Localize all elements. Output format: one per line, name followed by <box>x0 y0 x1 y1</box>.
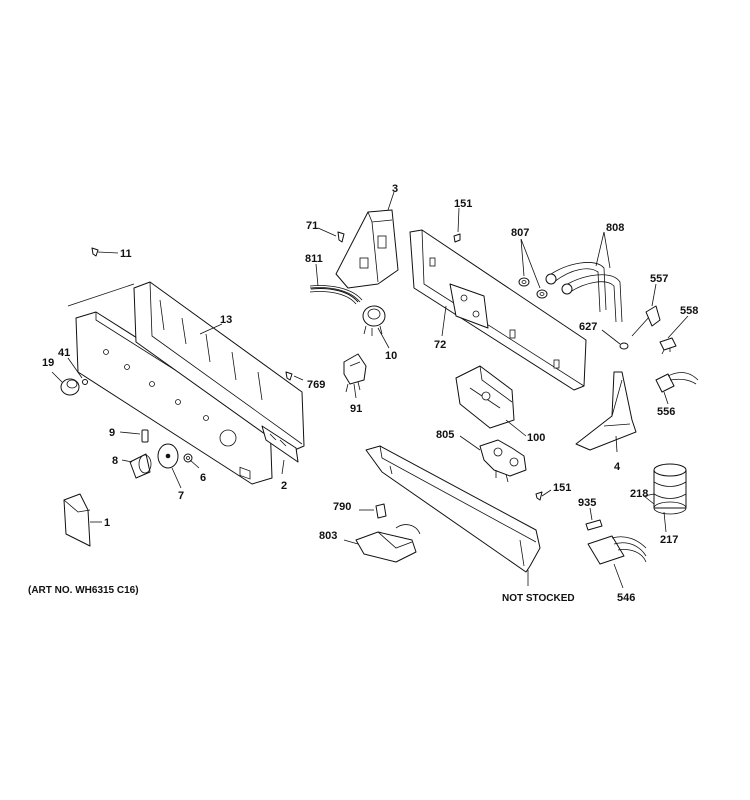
part-151-clip-upper <box>453 233 461 243</box>
part-546-harness <box>587 535 647 565</box>
label-part-19: 19 <box>42 357 54 369</box>
label-part-41: 41 <box>58 347 70 359</box>
label-part-556: 556 <box>657 406 675 418</box>
label-part-558: 558 <box>680 305 698 317</box>
label-part-13: 13 <box>220 314 232 326</box>
label-part-100: 100 <box>527 432 545 444</box>
label-part-10: 10 <box>385 350 397 362</box>
part-217-capacitor <box>653 463 687 515</box>
label-part-807: 807 <box>511 227 529 239</box>
label-part-151-upper: 151 <box>454 198 472 210</box>
part-1-manual <box>63 493 91 547</box>
part-9-indicator <box>141 429 149 443</box>
part-808-hoses <box>545 262 623 323</box>
label-part-1: 1 <box>104 517 110 529</box>
label-part-803: 803 <box>319 530 337 542</box>
label-part-3: 3 <box>392 183 398 195</box>
label-part-2: 2 <box>281 480 287 492</box>
label-part-557: 557 <box>650 273 668 285</box>
part-935-wire <box>585 519 603 531</box>
part-556-connector <box>655 372 699 393</box>
part-8-knob <box>129 453 152 479</box>
part-10-pressure-switch <box>362 305 386 336</box>
label-part-808: 808 <box>606 222 624 234</box>
part-100-housing <box>455 365 515 429</box>
label-part-217: 217 <box>660 534 678 546</box>
label-part-6: 6 <box>200 472 206 484</box>
part-151-clip-lower <box>535 491 543 501</box>
part-627-grommet <box>619 342 629 350</box>
part-803-dispenser <box>355 524 421 563</box>
part-72-rear-panel <box>409 229 587 391</box>
part-807-washers <box>518 277 548 299</box>
part-41-clip <box>82 379 88 385</box>
label-part-8: 8 <box>112 455 118 467</box>
label-part-9: 9 <box>109 427 115 439</box>
part-4-bracket <box>575 371 637 451</box>
art-number-note: (ART NO. WH6315 C16) <box>28 585 139 596</box>
part-11-screw <box>91 247 99 257</box>
label-part-11: 11 <box>120 248 132 260</box>
part-558-terminal <box>659 337 677 355</box>
cabinet-top-not-stocked <box>365 445 541 573</box>
part-7-dial <box>157 443 179 469</box>
label-part-218: 218 <box>630 488 648 500</box>
label-part-790: 790 <box>333 501 351 513</box>
label-part-811: 811 <box>305 253 323 265</box>
label-part-91: 91 <box>350 403 362 415</box>
part-557-power-cord <box>631 305 661 337</box>
label-part-4: 4 <box>614 461 621 473</box>
label-part-935: 935 <box>578 497 596 509</box>
part-805-water-valve <box>479 439 527 483</box>
label-part-805: 805 <box>436 429 454 441</box>
not-stocked-note: NOT STOCKED <box>502 593 575 604</box>
part-790-clip <box>375 503 387 519</box>
label-part-71: 71 <box>306 220 318 232</box>
label-part-7: 7 <box>178 490 184 502</box>
leader-lines <box>51 191 689 589</box>
part-91-switch <box>343 353 367 393</box>
label-part-546: 546 <box>617 592 635 604</box>
label-part-627: 627 <box>579 321 597 333</box>
part-769-screw <box>285 371 293 381</box>
part-3-bracket <box>335 209 399 289</box>
part-19-knob <box>60 378 80 396</box>
label-part-72: 72 <box>434 339 446 351</box>
label-part-151-lower: 151 <box>553 482 571 494</box>
label-part-769: 769 <box>307 379 325 391</box>
part-811-hose <box>309 285 363 305</box>
part-71-screw <box>337 231 345 243</box>
part-2-panel-bracket <box>133 281 305 480</box>
